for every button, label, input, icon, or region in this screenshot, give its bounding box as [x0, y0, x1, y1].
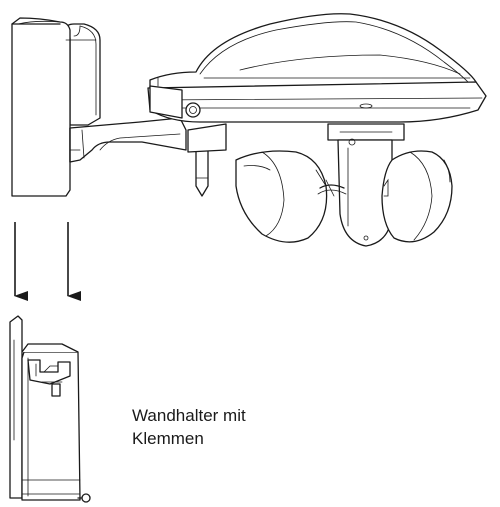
caption-line-2: Klemmen	[132, 429, 204, 448]
caption-line-1: Wandhalter mit	[132, 406, 246, 425]
right-sensor-head	[381, 150, 453, 243]
wall-bracket	[11, 17, 101, 197]
sensor-housing	[147, 13, 487, 123]
mounting-arm	[69, 117, 187, 163]
sensor-stem	[327, 123, 405, 247]
mounting-arrows	[14, 222, 81, 301]
wall-mount-caption: Wandhalter mit Klemmen	[132, 404, 246, 450]
mounting-pin	[187, 123, 227, 197]
left-sensor-head	[235, 150, 347, 243]
wall-mount-with-terminals	[9, 315, 91, 503]
